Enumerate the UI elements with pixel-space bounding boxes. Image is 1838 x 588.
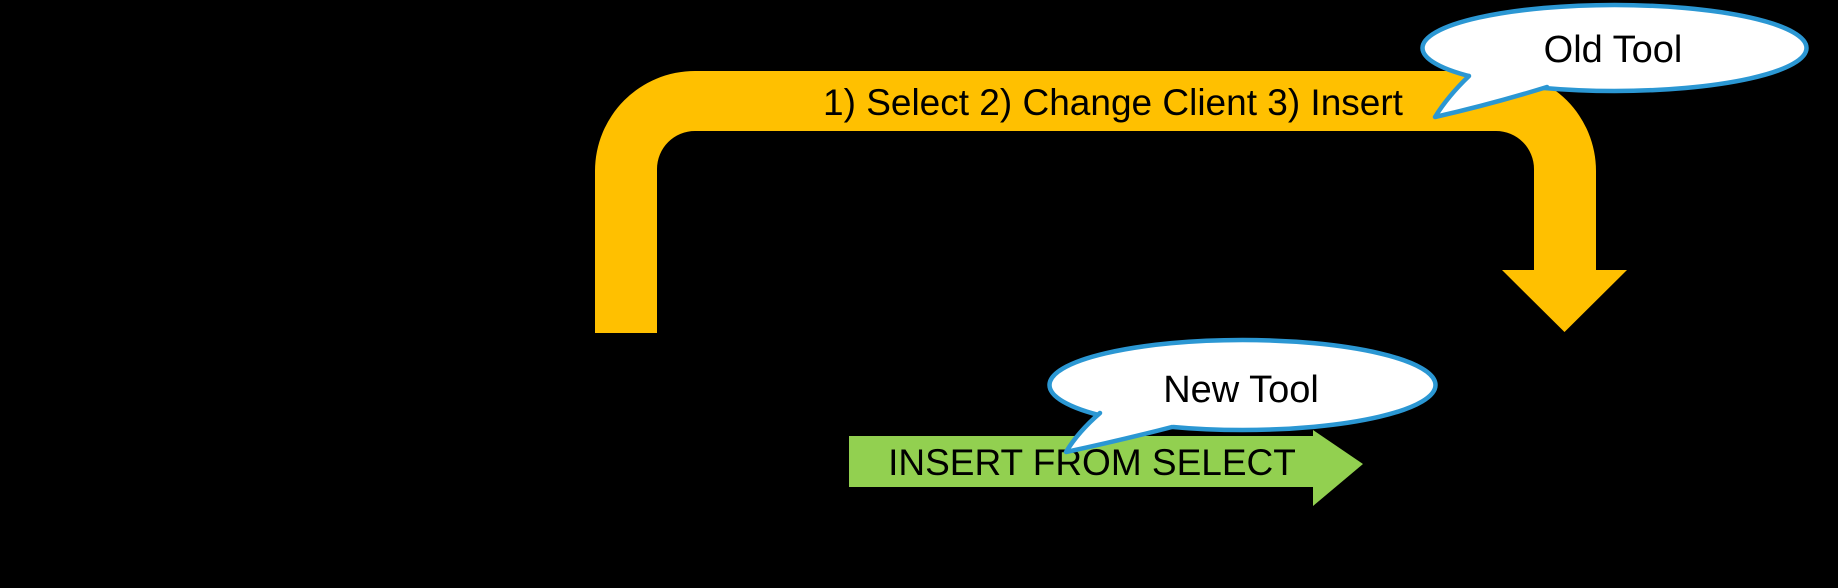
new-tool-arrow-label: INSERT FROM SELECT [888, 442, 1296, 483]
new-tool-callout-label: New Tool [1163, 369, 1319, 411]
old-tool-arrow [595, 71, 1627, 333]
old-tool-callout-label: Old Tool [1544, 29, 1683, 71]
new-tool-callout: New Tool [1047, 337, 1438, 455]
old-tool-callout-tail [1435, 66, 1552, 117]
old-tool-callout-tail-outline [1432, 73, 1550, 120]
old-tool-arrow-label: 1) Select 2) Change Client 3) Insert [823, 82, 1404, 123]
old-tool-callout: Old Tool [1420, 2, 1809, 120]
new-tool-callout-tail [1066, 403, 1177, 452]
new-tool-callout-bubble [1047, 337, 1438, 433]
old-tool-callout-bubble [1420, 2, 1809, 94]
new-tool-callout-tail-outline [1063, 410, 1175, 455]
new-tool-arrow [849, 430, 1363, 506]
